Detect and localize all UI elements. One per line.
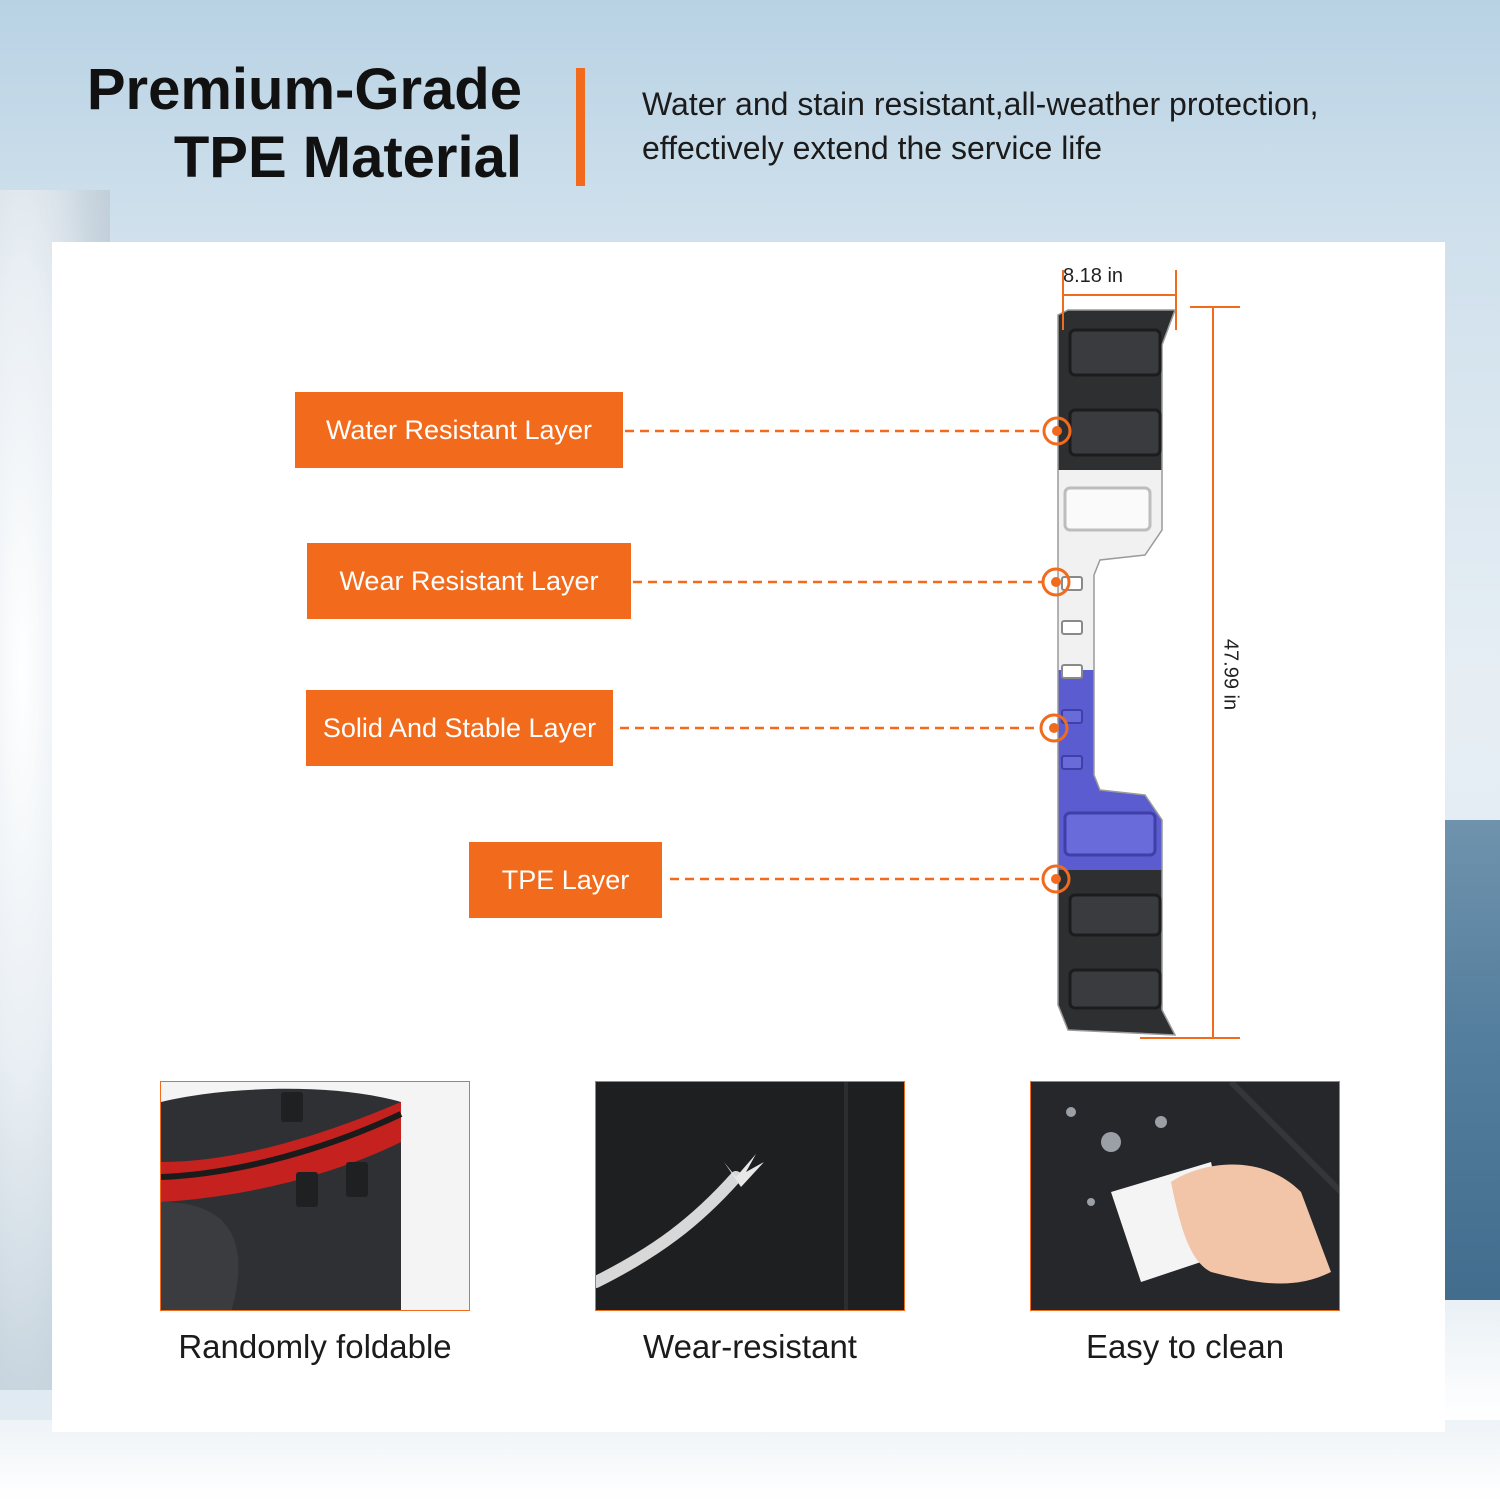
feature-caption-easy-clean: Easy to clean <box>1085 1328 1285 1365</box>
layer-label-solid-stable: Solid And Stable Layer <box>306 690 613 766</box>
wiping-hand-image <box>1030 1081 1340 1311</box>
header-divider <box>576 68 585 186</box>
length-dimension-label: 47.99 in <box>1219 638 1242 711</box>
title-line-2: TPE Material <box>173 125 522 190</box>
description-line-2: effectively extend the service life <box>642 130 1103 166</box>
layer-label-water-resistant: Water Resistant Layer <box>295 392 623 468</box>
width-dimension-label: 8.18 in <box>1063 265 1124 287</box>
feature-caption-foldable: Randomly foldable <box>178 1328 452 1365</box>
description-line-1: Water and stain resistant,all-weather pr… <box>642 86 1319 122</box>
title-line-1: Premium-Grade <box>86 57 522 122</box>
layer-label-tpe: TPE Layer <box>469 842 662 918</box>
feature-caption-wear-resistant: Wear-resistant <box>643 1328 857 1365</box>
background-ground <box>0 1420 1500 1500</box>
scratch-tool-image <box>595 1081 905 1311</box>
folded-mat-image <box>160 1081 470 1311</box>
page-title: Premium-Grade TPE Material <box>40 56 522 192</box>
header-description: Water and stain resistant,all-weather pr… <box>642 82 1442 170</box>
layer-label-wear-resistant: Wear Resistant Layer <box>307 543 631 619</box>
